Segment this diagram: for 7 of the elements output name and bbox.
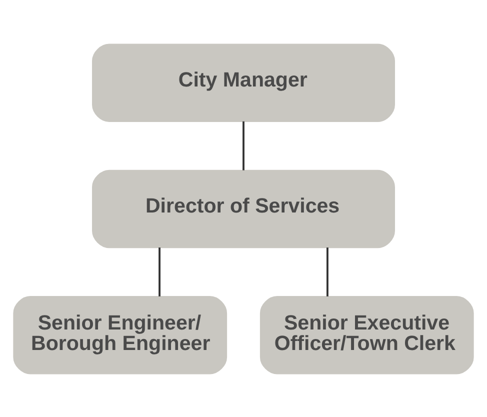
connector [326, 247, 328, 296]
connector [158, 247, 160, 296]
node-box: Director of Services [92, 169, 395, 248]
connector [242, 120, 244, 170]
node-box: Senior Executive Officer/Town Clerk [260, 296, 474, 374]
node-box: Senior Engineer/ Borough Engineer [13, 296, 228, 374]
node-box: City Manager [92, 43, 395, 122]
